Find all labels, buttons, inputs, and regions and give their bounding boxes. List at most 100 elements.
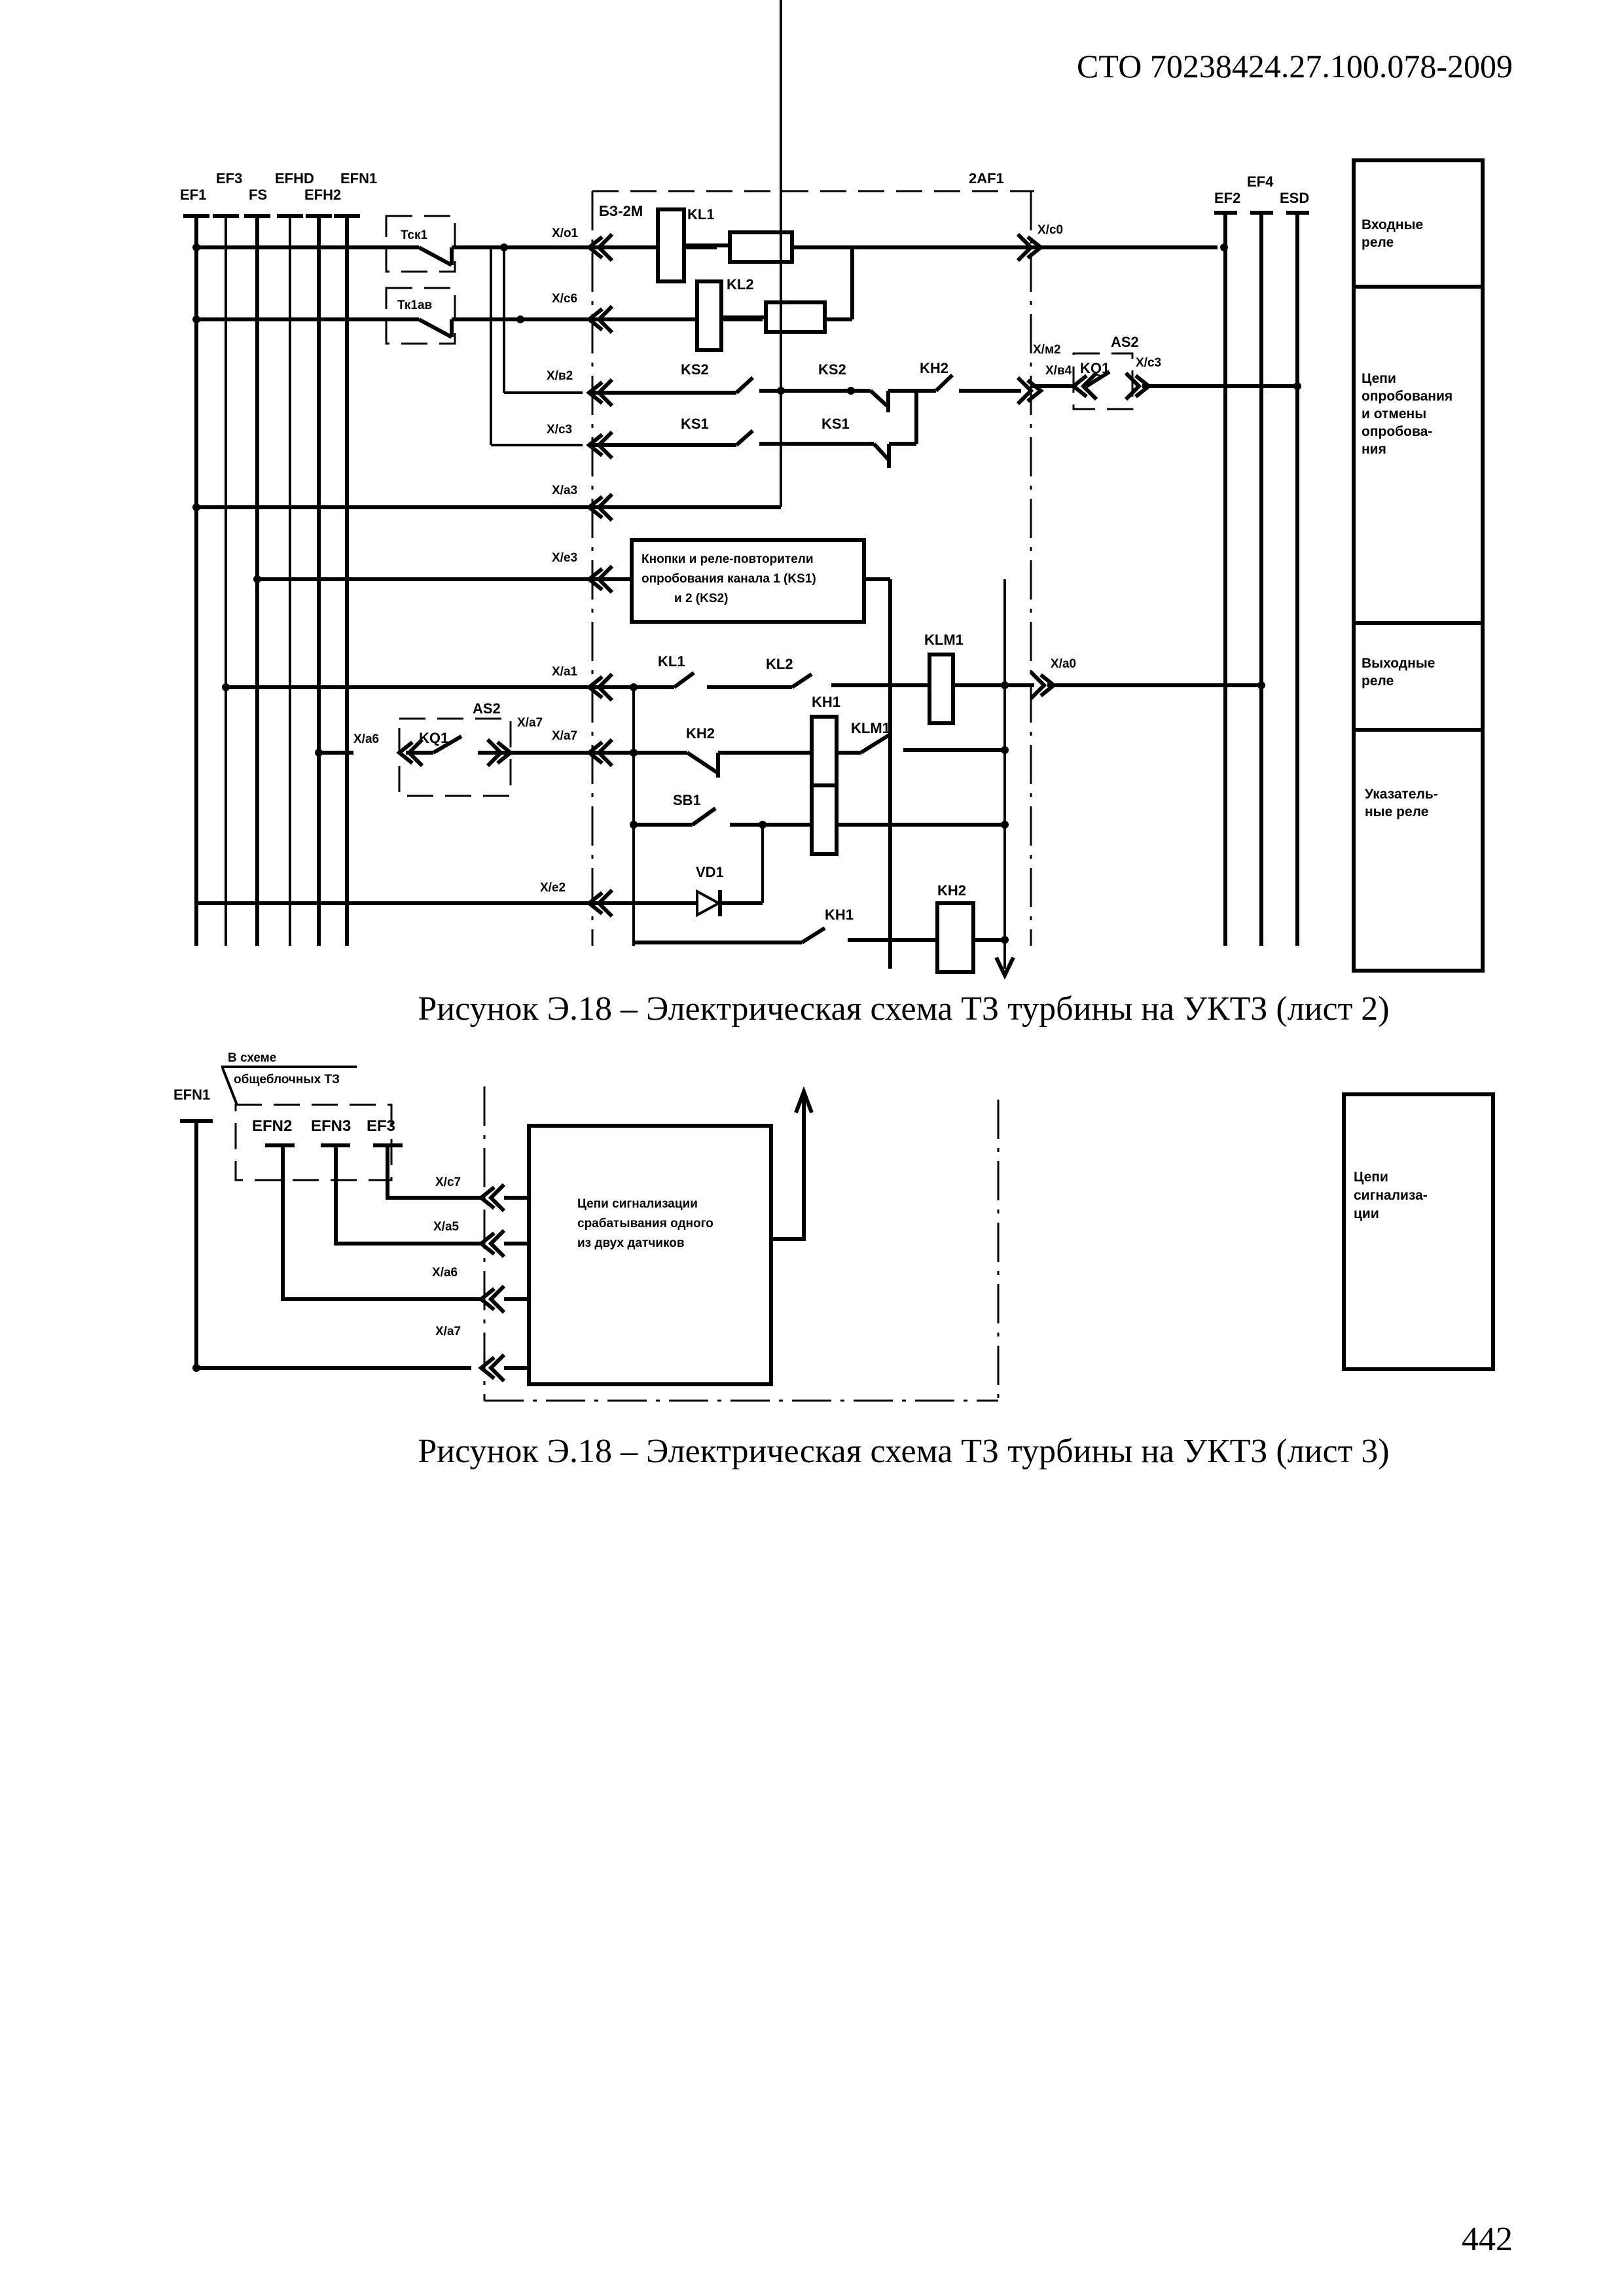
diagram-label: из двух датчиков bbox=[577, 1236, 685, 1250]
connector-icon bbox=[478, 1229, 506, 1259]
diagram-label: KL2 bbox=[727, 276, 754, 293]
diagram-label: сигнализа- bbox=[1354, 1188, 1428, 1203]
junction-dot bbox=[192, 315, 200, 323]
connector-icon bbox=[586, 430, 614, 460]
junction-dot bbox=[192, 243, 200, 251]
row-vd1: X/е2 VD1 bbox=[196, 864, 763, 918]
row-kh1: X/а6 AS2 KQ1 X/а7 X/а7 KH2 KH1 KLM1 bbox=[315, 694, 1009, 856]
arrow-up-icon bbox=[794, 1086, 814, 1114]
side-label-indicator-relays: Указатель- bbox=[1365, 787, 1438, 802]
wire bbox=[596, 378, 614, 408]
wire bbox=[596, 738, 614, 768]
diagram-label: KH2 bbox=[920, 360, 948, 376]
wire bbox=[735, 429, 754, 447]
diagram-label: X/с3 bbox=[547, 423, 572, 437]
wire bbox=[1039, 673, 1057, 698]
diagram-label: KH1 bbox=[825, 906, 854, 923]
junction-dot bbox=[516, 315, 524, 323]
wire bbox=[586, 380, 604, 405]
bus-ef2: EF2 bbox=[1214, 190, 1240, 946]
wire bbox=[478, 1287, 496, 1312]
row-kh2-coil: KH1 KH2 bbox=[634, 882, 1015, 980]
wire bbox=[869, 389, 889, 408]
wire bbox=[686, 751, 718, 774]
diagram-label: EF3 bbox=[367, 1117, 395, 1135]
diagram-label: VD1 bbox=[696, 864, 724, 880]
wire bbox=[478, 1185, 496, 1210]
diagram-label: X/а6 bbox=[432, 1266, 458, 1280]
junction-dot bbox=[253, 575, 261, 583]
connector-icon bbox=[1029, 670, 1057, 700]
junction-dot bbox=[1001, 746, 1009, 754]
wire bbox=[1070, 374, 1088, 399]
wire bbox=[478, 1355, 496, 1380]
diagram-box bbox=[527, 1124, 773, 1386]
diagram-label: EFN2 bbox=[252, 1117, 292, 1135]
wire bbox=[586, 307, 604, 332]
diagram-label: реле bbox=[1362, 673, 1394, 689]
bus-efn1-sheet3: EFN1 bbox=[173, 1086, 471, 1372]
diagram-label: X/с3 bbox=[1136, 356, 1161, 370]
connector-icon bbox=[1016, 232, 1044, 262]
connector-icon bbox=[486, 738, 514, 768]
diagram-label: EF3 bbox=[216, 170, 242, 187]
buttons-relay-box: X/е3 Кнопки и реле-повторители опробован… bbox=[253, 538, 892, 969]
diagram-label: X/а7 bbox=[517, 716, 543, 730]
wire bbox=[673, 671, 695, 689]
diagram-label: EFHD bbox=[275, 170, 314, 187]
wire bbox=[334, 1145, 481, 1246]
wire bbox=[418, 317, 453, 339]
wire bbox=[586, 891, 604, 916]
diagram-label: Цепи сигнализации bbox=[577, 1197, 698, 1211]
connector-icon bbox=[478, 1183, 506, 1213]
diagram-label: EFH2 bbox=[304, 187, 341, 203]
diagram-label: X/е2 bbox=[540, 881, 566, 895]
connector-icon bbox=[478, 1284, 506, 1314]
diagram-label: X/а6 bbox=[353, 732, 379, 746]
wire bbox=[1134, 374, 1152, 399]
connector-icon bbox=[586, 564, 614, 594]
wire bbox=[432, 734, 463, 755]
wire bbox=[596, 564, 614, 594]
wire bbox=[488, 1229, 506, 1259]
page-number: 442 bbox=[1462, 2221, 1513, 2258]
diagram-label: EF1 bbox=[180, 187, 206, 203]
diagram-label: X/о1 bbox=[552, 226, 579, 240]
diagram-box bbox=[935, 901, 975, 974]
diagram-box bbox=[764, 300, 827, 334]
right-buses: EF2 EF4 ESD bbox=[1214, 173, 1309, 946]
wire bbox=[994, 956, 1015, 980]
wire bbox=[1124, 371, 1142, 401]
side-panel-sheet-3: Цепи сигнализа- ции bbox=[1342, 1092, 1495, 1371]
wire bbox=[281, 1145, 481, 1301]
wire bbox=[596, 888, 614, 918]
row-ks: X/в2 KS2 KS2 KH2 X/с3 KS1 KS1 bbox=[547, 0, 1021, 507]
diagram-label: KLM1 bbox=[924, 632, 964, 648]
diagram-label: FS bbox=[249, 187, 267, 203]
wire bbox=[1026, 378, 1044, 403]
connector-icon bbox=[586, 378, 614, 408]
diagram-box bbox=[398, 717, 512, 797]
diagram-label: KH2 bbox=[937, 882, 966, 899]
junction-dot bbox=[1001, 936, 1009, 944]
diagram-label: опробова- bbox=[1362, 424, 1432, 439]
junction-dot bbox=[222, 683, 230, 691]
diagram-label: KH1 bbox=[812, 694, 840, 710]
diagram-box bbox=[1352, 158, 1485, 973]
wire bbox=[596, 492, 614, 522]
connector-icon bbox=[396, 738, 424, 768]
diagram-box bbox=[630, 538, 866, 624]
connector-icon bbox=[586, 232, 614, 262]
wire bbox=[586, 495, 604, 520]
bus-ef4: EF4 bbox=[1247, 173, 1274, 946]
side-label-input-relays: Входные bbox=[1362, 217, 1423, 232]
wire bbox=[406, 738, 424, 768]
wire bbox=[1029, 670, 1047, 700]
wire bbox=[488, 1353, 506, 1383]
wire bbox=[696, 889, 722, 918]
wire bbox=[771, 1094, 806, 1241]
board-label: 2AF1 bbox=[969, 170, 1004, 187]
diagram-label: EFN3 bbox=[311, 1117, 351, 1135]
connector-icon bbox=[586, 738, 614, 768]
figure-caption-sheet-2: Рисунок Э.18 – Электрическая схема ТЗ ту… bbox=[418, 990, 1390, 1028]
